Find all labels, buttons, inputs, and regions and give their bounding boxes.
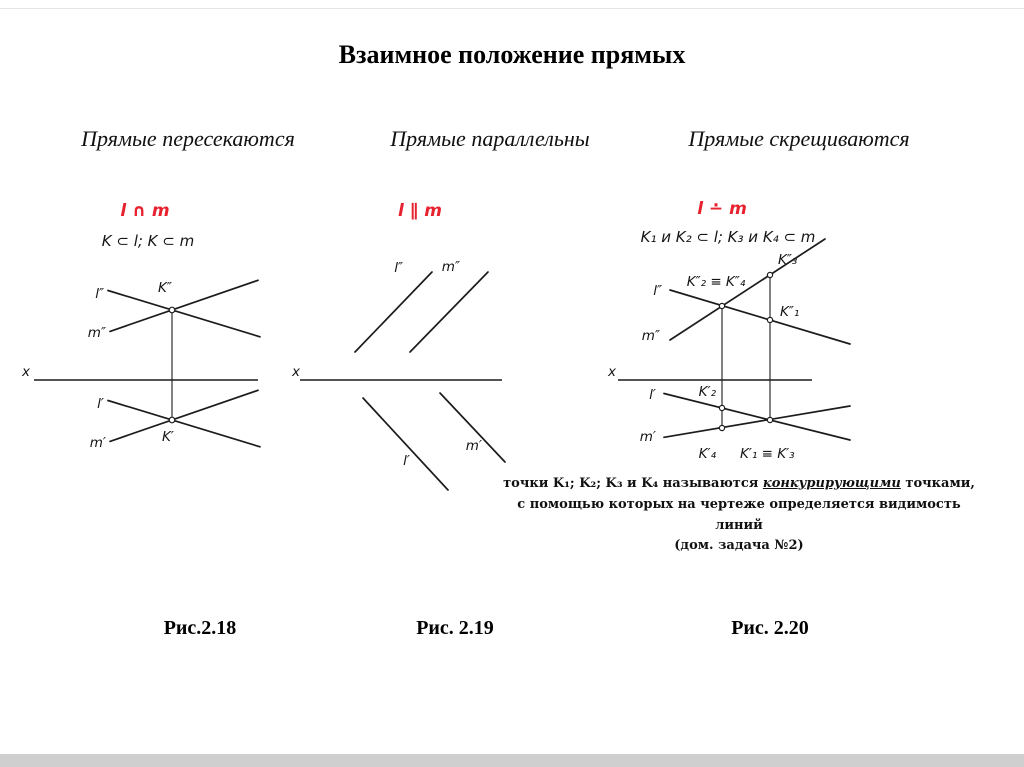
footer-bar	[0, 754, 1024, 767]
fig3-k3-label: K″₃	[778, 252, 797, 268]
diagram-parallel-lines: l ∥ m x l″ m″ l′ m′	[291, 201, 506, 491]
fig1-red-formula: l ∩ m	[120, 201, 169, 221]
note-underlined-word: конкурирующими	[762, 476, 901, 491]
note-line1-suffix: точками,	[900, 476, 975, 491]
fig1-m1-line	[109, 389, 259, 443]
top-divider	[0, 8, 1024, 9]
fig2-m2-label: m″	[442, 259, 460, 275]
figure-caption-2-20: Рис. 2.20	[731, 617, 809, 639]
fig3-point-k4-top	[718, 424, 726, 432]
fig3-l1-line	[663, 392, 851, 441]
fig1-l1-label: l′	[97, 396, 104, 412]
fig1-black-formula: K ⊂ l; K ⊂ m	[102, 232, 194, 250]
fig1-l1-line	[107, 399, 261, 448]
fig1-k2-label: K″	[158, 280, 172, 296]
competing-points-note: точки K₁; K₂; K₃ и K₄ называются конкури…	[500, 474, 978, 557]
fig2-l1-line	[362, 397, 449, 491]
column-header-intersecting: Прямые пересекаются	[81, 126, 295, 151]
fig3-k1-label: K″₁	[780, 304, 799, 320]
fig3-point-k13-top	[766, 416, 774, 424]
fig3-l2-line	[669, 289, 851, 345]
fig3-kp4-label: K′₄	[699, 446, 717, 462]
fig3-m1-line	[663, 405, 851, 439]
fig3-l2-label: l″	[653, 283, 662, 299]
fig2-red-formula: l ∥ m	[398, 201, 442, 221]
column-header-parallel: Прямые параллельны	[390, 126, 590, 151]
fig1-l2-line	[107, 289, 261, 338]
fig2-m1-label: m′	[466, 438, 482, 454]
fig3-point-k1-front	[766, 316, 774, 324]
note-line2: с помощью которых на чертеже определяетс…	[517, 496, 961, 533]
note-line3: (дом. задача №2)	[674, 538, 804, 554]
fig3-axis-label: x	[607, 364, 617, 380]
fig3-m1-label: m′	[640, 429, 656, 445]
fig1-point-k2	[168, 306, 176, 314]
diagram-intersecting-lines: l ∩ m K ⊂ l; K ⊂ m x l″ m″ K″ l′ m′ K′	[21, 201, 261, 451]
figure-caption-2-19: Рис. 2.19	[416, 617, 494, 639]
fig3-black-formula: K₁ и K₂ ⊂ l; K₃ и K₄ ⊂ m	[641, 228, 816, 246]
fig1-m2-line	[109, 279, 259, 333]
fig1-l2-label: l″	[95, 286, 104, 302]
diagram-skew-lines: l ∸ m K₁ и K₂ ⊂ l; K₃ и K₄ ⊂ m x l″ m″ K…	[607, 199, 851, 462]
fig3-k24-label: K″₂ ≡ K″₄	[687, 274, 746, 290]
fig3-kp2-label: K′₂	[699, 384, 717, 400]
fig1-k1-label: K′	[162, 429, 174, 445]
fig3-m2-label: m″	[642, 328, 660, 344]
fig2-m1-line	[439, 392, 506, 463]
fig3-l1-label: l′	[649, 387, 656, 403]
fig1-point-k1	[168, 416, 176, 424]
fig2-axis-label: x	[291, 364, 301, 380]
fig3-point-k24-front	[718, 302, 726, 310]
fig2-m2-line	[409, 271, 489, 353]
fig2-l2-line	[354, 271, 433, 353]
fig1-axis-label: x	[21, 364, 31, 380]
fig1-m1-label: m′	[90, 435, 106, 451]
fig1-m2-label: m″	[88, 325, 106, 341]
fig3-point-k3-front	[766, 271, 774, 279]
fig2-l2-label: l″	[394, 260, 403, 276]
fig3-point-k2-top	[718, 404, 726, 412]
page-title: Взаимное положение прямых	[338, 40, 686, 69]
note-line1-prefix: точки K₁; K₂; K₃ и K₄ называются	[503, 476, 763, 491]
fig3-red-formula: l ∸ m	[697, 199, 747, 219]
column-header-skew: Прямые скрещиваются	[688, 126, 910, 151]
fig3-kp13-label: K′₁ ≡ K′₃	[740, 446, 795, 462]
fig3-m2-line	[669, 238, 826, 341]
fig2-l1-label: l′	[403, 453, 410, 469]
figure-caption-2-18: Рис.2.18	[163, 617, 237, 639]
